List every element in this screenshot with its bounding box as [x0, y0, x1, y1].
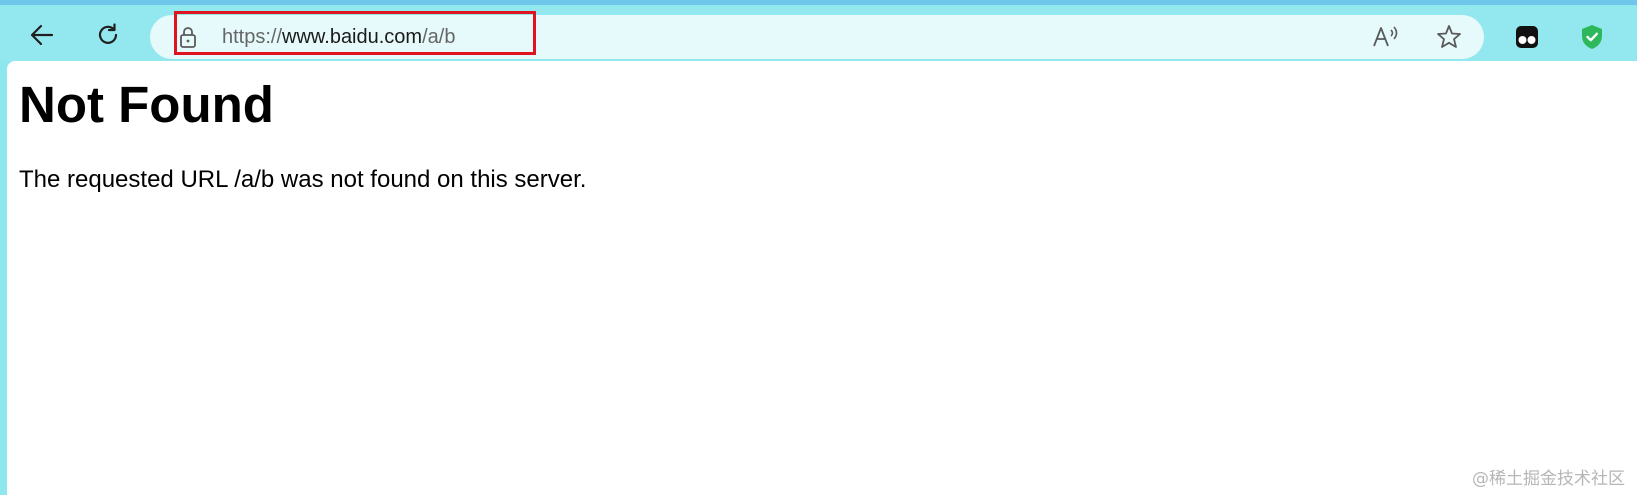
- tampermonkey-extension-button[interactable]: [1511, 21, 1543, 53]
- star-icon: [1437, 25, 1461, 48]
- back-button[interactable]: [22, 15, 62, 55]
- lock-icon[interactable]: [176, 25, 200, 49]
- back-arrow-icon: [30, 24, 54, 46]
- url-path: /a/b: [422, 26, 456, 48]
- shield-check-icon: [1582, 25, 1602, 49]
- reload-icon: [98, 23, 118, 44]
- reload-button[interactable]: [88, 15, 128, 55]
- page-content: Not Found The requested URL /a/b was not…: [7, 61, 1637, 495]
- shield-extension-button[interactable]: [1576, 21, 1608, 53]
- address-bar[interactable]: https://www.baidu.com/a/b: [150, 11, 1484, 59]
- url-host: www.baidu.com: [282, 26, 423, 48]
- read-aloud-icon: [1373, 26, 1398, 47]
- window-top-strip: [0, 0, 1637, 5]
- url-scheme: https://: [222, 26, 283, 48]
- page-title: Not Found: [19, 76, 274, 133]
- browser-toolbar: https://www.baidu.com/a/b: [0, 5, 1637, 61]
- favorite-button[interactable]: [1433, 23, 1465, 51]
- watermark: @稀土掘金技术社区: [1472, 469, 1625, 489]
- url-text[interactable]: https://www.baidu.com/a/b: [222, 25, 455, 49]
- error-message: The requested URL /a/b was not found on …: [19, 166, 587, 193]
- read-aloud-button[interactable]: [1370, 23, 1402, 51]
- tampermonkey-icon: [1516, 26, 1538, 48]
